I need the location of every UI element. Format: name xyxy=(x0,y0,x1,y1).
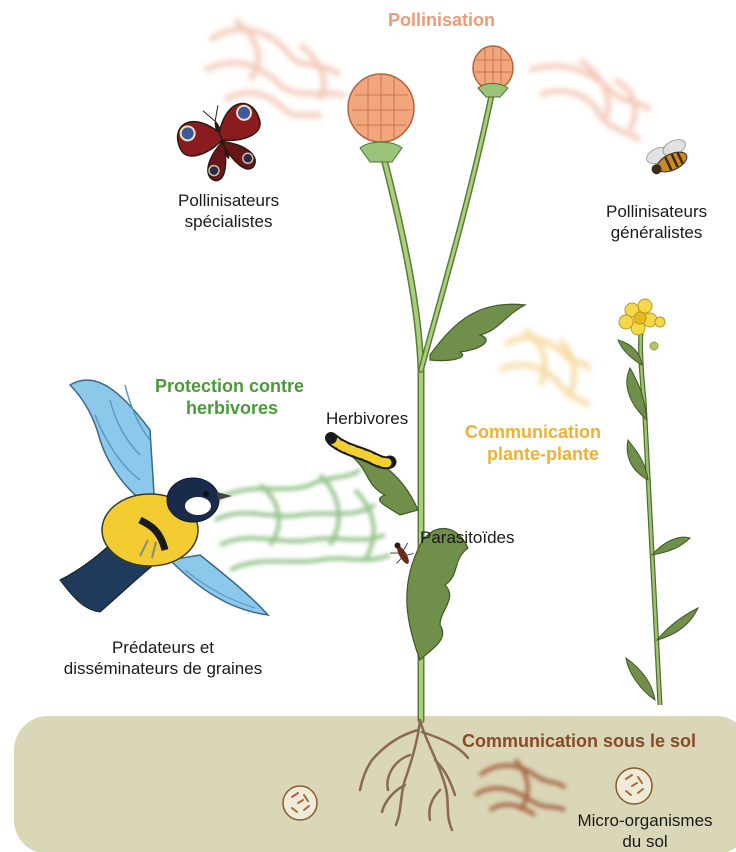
generalist-pollinators-line-2: généralistes xyxy=(606,222,707,243)
bee-icon xyxy=(644,136,693,178)
protection-scent xyxy=(215,470,390,570)
plant-communication-heading: Communication plante-plante xyxy=(465,421,601,465)
plant-communication-heading-line-1: Communication xyxy=(465,421,601,443)
predators-label: Prédateurs et disséminateurs de graines xyxy=(48,637,278,679)
predators-line-2: disséminateurs de graines xyxy=(48,658,278,679)
soil-communication-heading: Communication sous le sol xyxy=(462,730,696,752)
soil-microorganisms-line-1: Micro-organismes xyxy=(560,810,730,831)
microorganism-icon xyxy=(283,786,317,820)
specialist-pollinators-line-2: spécialistes xyxy=(178,211,279,232)
predators-line-1: Prédateurs et xyxy=(48,637,278,658)
pollination-scent-right xyxy=(530,60,650,140)
main-plant-leaves xyxy=(350,304,525,660)
flower-head-left-icon xyxy=(348,74,414,162)
generalist-pollinators-label: Pollinisateurs généralistes xyxy=(606,201,707,243)
caterpillar-icon xyxy=(325,432,390,463)
microorganism-icon xyxy=(616,768,652,804)
protection-heading: Protection contre herbivores xyxy=(155,375,304,419)
butterfly-icon xyxy=(171,94,275,189)
pollination-heading: Pollinisation xyxy=(388,9,495,31)
protection-heading-line-2: herbivores xyxy=(155,397,304,419)
herbivores-label: Herbivores xyxy=(326,408,408,429)
soil-microorganisms-line-2: du sol xyxy=(560,831,730,852)
flower-head-right-icon xyxy=(473,46,513,97)
neighbor-plant xyxy=(618,299,698,705)
soil-microorganisms-label: Micro-organismes du sol xyxy=(560,810,730,852)
generalist-pollinators-line-1: Pollinisateurs xyxy=(606,201,707,222)
specialist-pollinators-label: Pollinisateurs spécialistes xyxy=(178,190,279,232)
parasitoids-label: Parasitoïdes xyxy=(420,527,515,548)
plant-communication-heading-line-2: plante-plante xyxy=(465,443,601,465)
specialist-pollinators-line-1: Pollinisateurs xyxy=(178,190,279,211)
pollination-scent-left xyxy=(205,20,345,116)
protection-heading-line-1: Protection contre xyxy=(155,375,304,397)
plant-communication-scent xyxy=(500,330,590,405)
